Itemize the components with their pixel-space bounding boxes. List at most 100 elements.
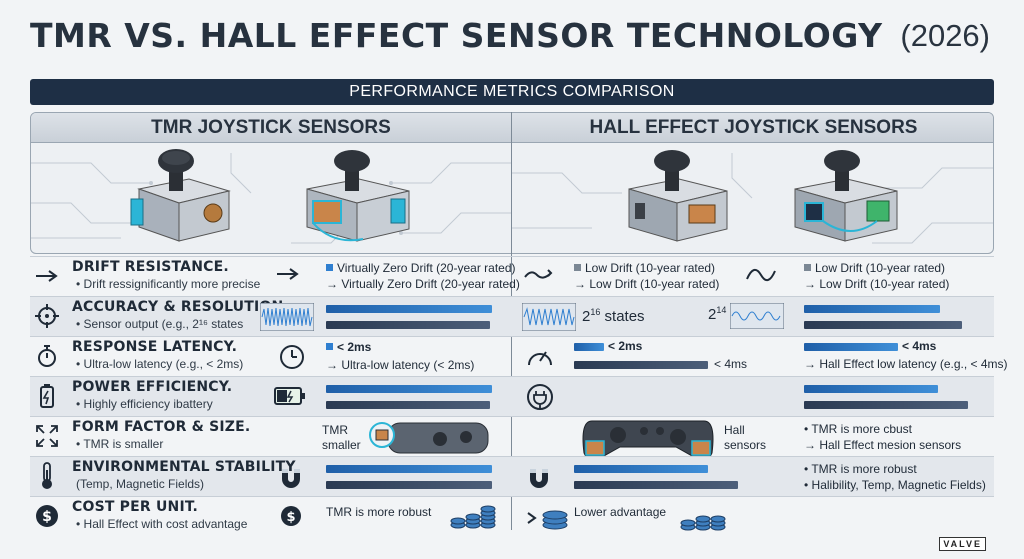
metric-description: • Ultra-low latency (e.g., < 2ms) bbox=[76, 357, 244, 371]
sensor-panel: TMR JOYSTICK SENSORS HALL EFFECT JOYSTIC… bbox=[30, 112, 994, 254]
hall-drift-note-3: Low Drift (10-year rated) bbox=[804, 261, 945, 275]
dollar-icon: $ bbox=[34, 503, 60, 529]
hall-stability-bar-secondary bbox=[574, 481, 738, 489]
metric-description: • TMR is smaller bbox=[76, 437, 164, 451]
tmr-controller-icon bbox=[369, 422, 489, 454]
hall-drift-note-4: → Low Drift (10-year rated) bbox=[804, 277, 950, 291]
row-accuracy-resolution: ACCURACY & RESOLUTION. • Sensor output (… bbox=[30, 296, 994, 336]
hall-drift-note-2: → Low Drift (10-year rated) bbox=[574, 277, 720, 291]
arrow-right-icon bbox=[277, 268, 299, 280]
hall-latency-bottom: < 4ms bbox=[714, 357, 748, 371]
hall-size-note-1: • TMR is more cbust bbox=[804, 422, 913, 436]
circuit-background-right bbox=[512, 153, 993, 244]
tmr-size-label: TMR bbox=[322, 423, 348, 437]
magnet-icon bbox=[530, 469, 548, 488]
battery-icon bbox=[34, 383, 60, 409]
tmr-latency-note-1: < 2ms bbox=[326, 340, 371, 354]
metric-title: COST PER UNIT. bbox=[72, 499, 198, 515]
metric-title: FORM FACTOR & SIZE. bbox=[72, 419, 251, 435]
hall-stability-note-2: • Halibility, Temp, Magnetic Fields) bbox=[804, 478, 986, 492]
metric-description: • Sensor output (e.g., 2¹⁶ states bbox=[76, 317, 244, 331]
chevron-right-icon bbox=[527, 512, 537, 524]
metric-description: (Temp, Magnetic Fields) bbox=[76, 477, 205, 491]
hall-power-bar-secondary bbox=[804, 401, 968, 409]
hall-size-note-2: → Hall Effect mesion sensors bbox=[804, 438, 962, 452]
tmr-drift-note-2: → Virtually Zero Drift (20-year rated) bbox=[326, 277, 520, 291]
tmr-accuracy-bar-secondary bbox=[326, 321, 490, 329]
hall-latency-top-2: < 4ms bbox=[902, 339, 937, 353]
metric-description: • Drift ressignificantly more precise bbox=[76, 277, 261, 291]
low-resolution-signal-icon bbox=[730, 303, 784, 329]
hall-joystick-icon bbox=[628, 150, 728, 242]
row-drift-resistance: DRIFT RESISTANCE. • Drift ressignificant… bbox=[30, 256, 994, 296]
plug-icon bbox=[527, 384, 553, 410]
row-cost-per-unit: $ COST PER UNIT. • Hall Effect with cost… bbox=[30, 496, 994, 536]
tmr-power-bar-secondary bbox=[326, 401, 490, 409]
coin-stack-icon bbox=[542, 510, 568, 530]
title-row: TMR VS. HALL EFFECT SENSOR TECHNOLOGY (2… bbox=[0, 0, 1024, 78]
sine-wave-icon bbox=[746, 268, 776, 282]
tmr-drift-note-1: Virtually Zero Drift (20-year rated) bbox=[326, 261, 516, 275]
crosshair-icon bbox=[34, 303, 60, 329]
column-header-hall: HALL EFFECT JOYSTICK SENSORS bbox=[512, 113, 993, 143]
hall-accuracy-bar-secondary bbox=[804, 321, 962, 329]
row-power-efficiency: POWER EFFICIENCY. • Highly efficiency ib… bbox=[30, 376, 994, 416]
metric-description: • Hall Effect with cost advantage bbox=[76, 517, 248, 531]
hall-joystick-cutaway-icon bbox=[794, 150, 898, 242]
tmr-size-label-2: smaller bbox=[322, 438, 361, 452]
valve-logo: VALVE bbox=[939, 537, 986, 551]
hall-signal-icon bbox=[522, 303, 576, 331]
high-resolution-signal-icon bbox=[260, 303, 314, 331]
metric-title: ENVIRONMENTAL STABILITY bbox=[72, 459, 296, 475]
tmr-stability-bar bbox=[326, 465, 492, 473]
hall-power-bar bbox=[804, 385, 938, 393]
row-environmental-stability: ENVIRONMENTAL STABILITY (Temp, Magnetic … bbox=[30, 456, 994, 496]
arrow-right-icon bbox=[34, 263, 60, 289]
wave-icon bbox=[524, 269, 553, 279]
metric-title: RESPONSE LATENCY. bbox=[72, 339, 238, 355]
column-header-tmr: TMR JOYSTICK SENSORS bbox=[31, 113, 511, 143]
page-title: TMR VS. HALL EFFECT SENSOR TECHNOLOGY bbox=[30, 16, 883, 55]
hall-latency-note: → Hall Effect low latency (e.g., < 4ms) bbox=[804, 357, 1008, 371]
tmr-accuracy-bar bbox=[326, 305, 492, 313]
hall-latency-top: < 2ms bbox=[608, 339, 643, 353]
circuit-background-left bbox=[31, 153, 511, 244]
hall-latency-bar-2 bbox=[804, 343, 898, 351]
coin-stack-icon bbox=[450, 505, 496, 529]
hall-resolution-value-secondary: 214 bbox=[708, 305, 727, 323]
hall-stability-bar bbox=[574, 465, 708, 473]
hall-cost-note: Lower advantage bbox=[574, 505, 667, 519]
page-year: (2026) bbox=[900, 18, 990, 53]
clock-icon bbox=[280, 345, 304, 369]
metric-description: • Highly efficiency ibattery bbox=[76, 397, 213, 411]
tmr-power-bar bbox=[326, 385, 492, 393]
magnet-icon bbox=[282, 469, 300, 488]
svg-text:$: $ bbox=[42, 509, 52, 525]
row-response-latency: RESPONSE LATENCY. • Ultra-low latency (e… bbox=[30, 336, 1008, 376]
hall-accuracy-bar bbox=[804, 305, 940, 313]
metric-title: DRIFT RESISTANCE. bbox=[72, 259, 229, 275]
tmr-joystick-cutaway-icon bbox=[306, 150, 410, 242]
hall-stability-note-1: • TMR is more robust bbox=[804, 462, 917, 476]
thermometer-icon bbox=[34, 462, 60, 489]
hall-controller-icon bbox=[582, 420, 714, 460]
hall-resolution-value: 216 states bbox=[582, 307, 645, 325]
hall-size-label-2: sensors bbox=[724, 438, 767, 452]
svg-text:$: $ bbox=[286, 510, 295, 525]
hall-size-label: Hall bbox=[724, 423, 745, 437]
tmr-joystick-icon bbox=[130, 149, 231, 242]
coin-stack-icon bbox=[680, 515, 726, 531]
hall-latency-bar-secondary bbox=[574, 361, 708, 369]
tmr-cost-note: TMR is more robust bbox=[326, 505, 432, 519]
metric-title: ACCURACY & RESOLUTION. bbox=[72, 299, 289, 315]
dollar-icon: $ bbox=[281, 506, 301, 526]
speedometer-icon bbox=[528, 351, 552, 366]
hall-drift-note-1: Low Drift (10-year rated) bbox=[574, 261, 715, 275]
section-banner: PERFORMANCE METRICS COMPARISON bbox=[30, 79, 994, 105]
metric-title: POWER EFFICIENCY. bbox=[72, 379, 233, 395]
expand-icon bbox=[34, 423, 60, 449]
hall-latency-bar bbox=[574, 343, 604, 351]
tmr-latency-note-2: → Ultra-low latency (< 2ms) bbox=[326, 358, 475, 372]
row-form-factor: FORM FACTOR & SIZE. • TMR is smaller TMR… bbox=[30, 416, 994, 460]
tmr-stability-bar-secondary bbox=[326, 481, 492, 489]
